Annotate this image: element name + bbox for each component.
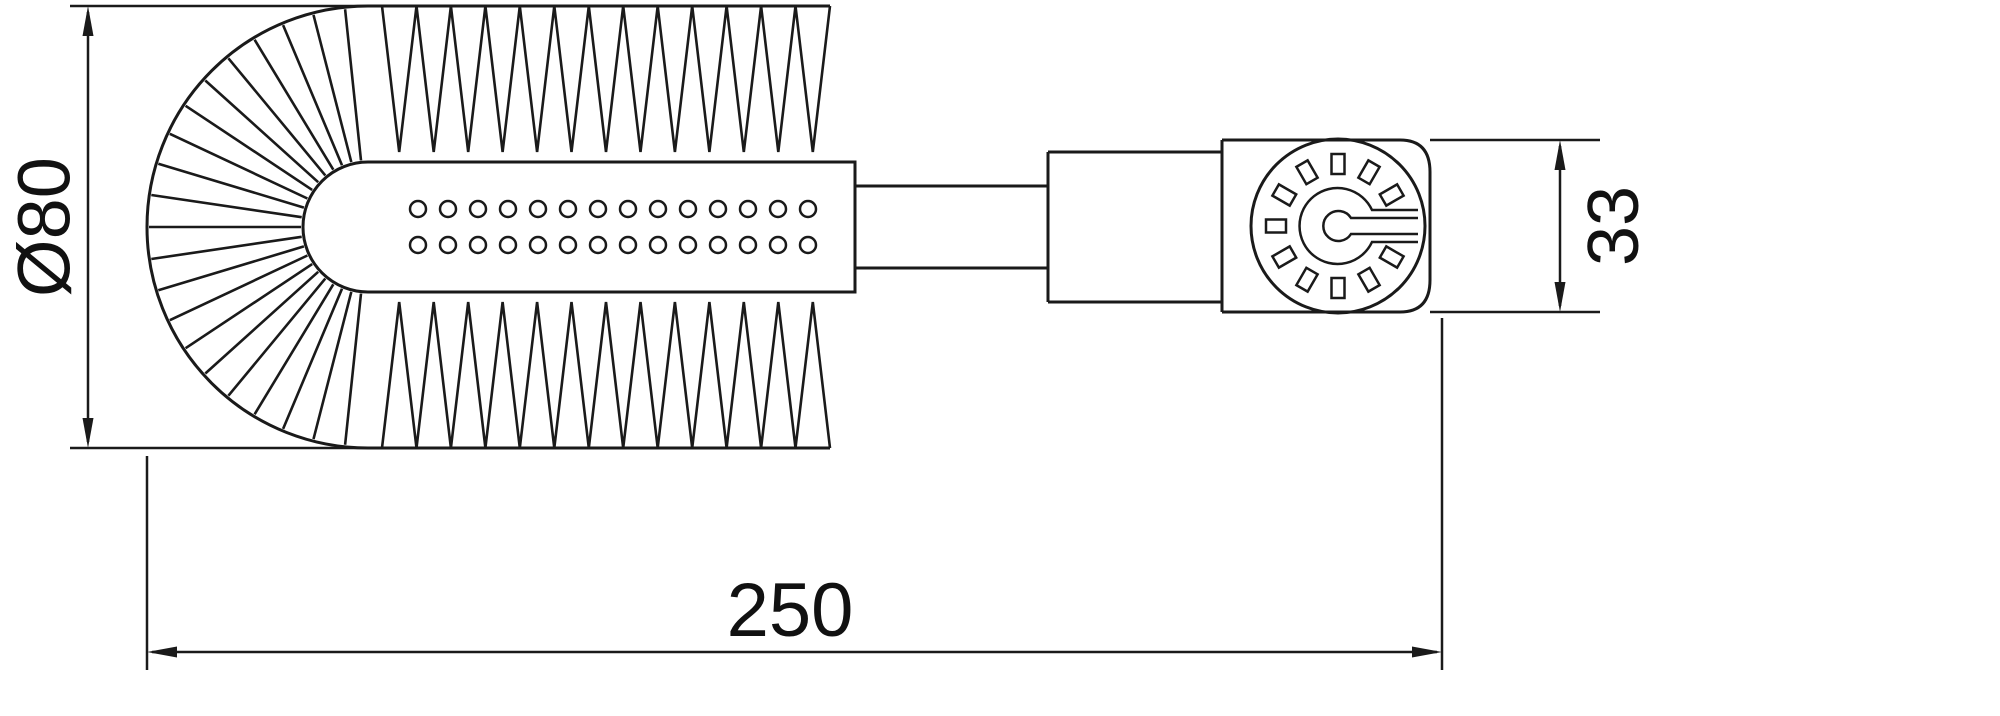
coupling-slot-outer bbox=[1298, 186, 1418, 266]
dimension-labels: Ø80 250 33 bbox=[3, 157, 1655, 653]
dim-length-label: 250 bbox=[727, 568, 854, 653]
brush-core bbox=[301, 160, 857, 294]
dim-diameter-label: Ø80 bbox=[3, 157, 86, 297]
shaft bbox=[855, 184, 1048, 270]
arrow-right-icon bbox=[1412, 646, 1442, 658]
arrow-down-icon bbox=[1554, 282, 1566, 312]
brush-top-bristles bbox=[380, 5, 832, 153]
dim-diameter-extension-lines bbox=[70, 4, 368, 450]
dim-coupling-label: 33 bbox=[1574, 186, 1654, 266]
coupling-circle bbox=[1249, 137, 1427, 315]
brush-fan-bristles bbox=[149, 9, 363, 445]
dim-length-extension-lines bbox=[145, 318, 1444, 670]
dimension-arrows bbox=[82, 6, 1566, 658]
coupling-slot-inner bbox=[1322, 209, 1418, 243]
arrow-up-icon bbox=[82, 6, 94, 36]
arrow-down-icon bbox=[82, 418, 94, 448]
arrow-left-icon bbox=[147, 646, 177, 658]
coupling-castellations bbox=[1264, 152, 1406, 300]
part-geometry bbox=[145, 4, 1432, 450]
brush-outer-envelope bbox=[145, 4, 830, 450]
dimension-lines bbox=[70, 4, 1600, 670]
coupling-body bbox=[1220, 138, 1432, 314]
brush-bottom-bristles bbox=[380, 301, 832, 449]
arrow-up-icon bbox=[1554, 140, 1566, 170]
dim-coupling-extension-lines bbox=[1430, 138, 1600, 314]
core-holes bbox=[408, 199, 818, 255]
ferrule bbox=[1046, 150, 1222, 304]
